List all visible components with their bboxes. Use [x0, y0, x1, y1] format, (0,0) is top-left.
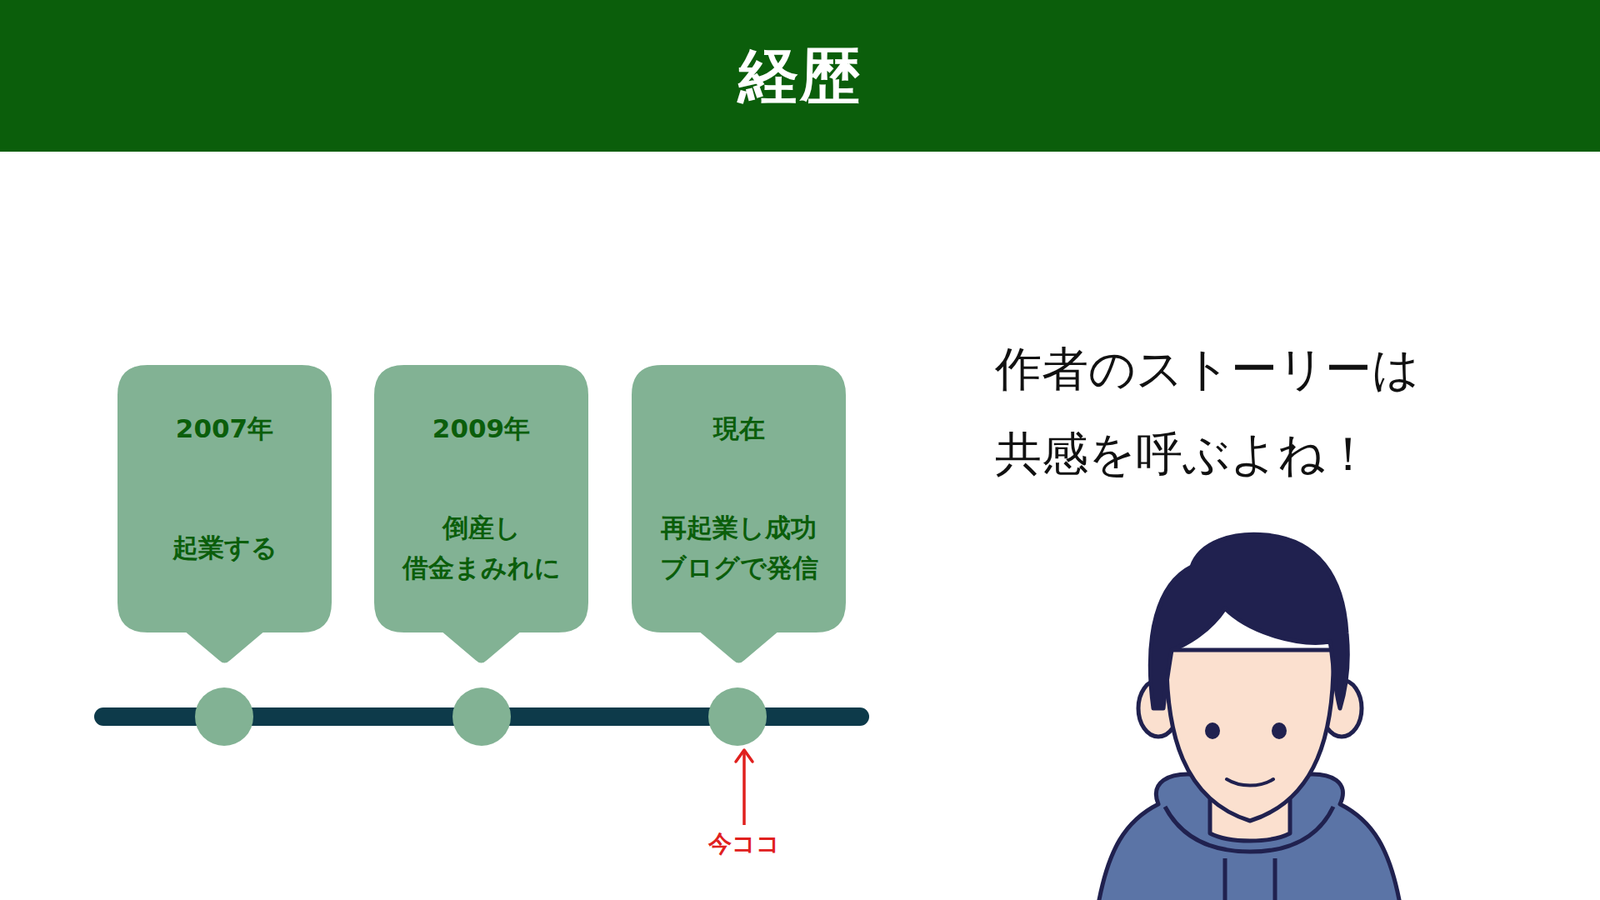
timeline-dot	[452, 687, 511, 746]
callout-date: 2007年	[117, 411, 332, 447]
callout-text: 再起業し成功 ブログで発信	[631, 507, 846, 588]
timeline-dot	[708, 687, 767, 746]
timeline-callout: 2007年起業する	[117, 365, 332, 665]
timeline-callout: 2009年倒産し 借金まみれに	[374, 365, 589, 665]
callout-date: 現在	[631, 411, 846, 447]
callout-date: 2009年	[374, 411, 589, 447]
page-title: 経歴	[0, 0, 1600, 152]
callout-text: 倒産し 借金まみれに	[374, 507, 589, 588]
person-illustration	[1098, 534, 1400, 900]
red-arrow	[735, 750, 753, 825]
speech-text: 作者のストーリーは 共感を呼ぶよね！	[995, 326, 1462, 497]
timeline-dot	[195, 687, 254, 746]
pointer-label: 今ココ	[677, 829, 811, 860]
callout-shape	[117, 365, 332, 665]
timeline-callout: 現在再起業し成功 ブログで発信	[631, 365, 846, 665]
callout-text: 起業する	[117, 527, 332, 568]
